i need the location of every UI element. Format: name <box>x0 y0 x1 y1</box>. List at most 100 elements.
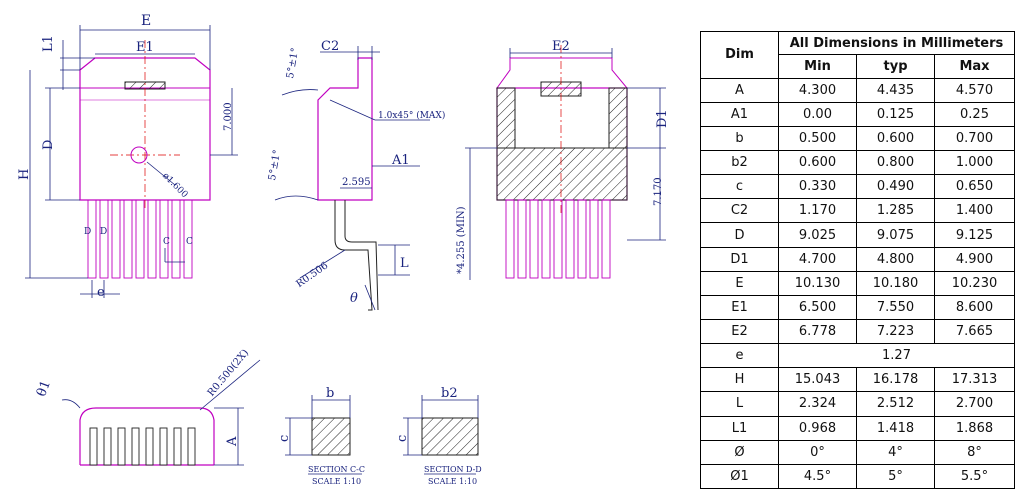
cell-dim: L <box>700 391 779 417</box>
cell-dim: b2 <box>700 150 779 176</box>
cell-dim: D1 <box>700 246 779 272</box>
cell-max: 1.000 <box>933 150 1016 176</box>
cell-max: 0.650 <box>933 174 1016 200</box>
cell-dim: E <box>700 270 779 296</box>
label-L1: L1 <box>41 35 56 52</box>
label-b: b <box>326 386 334 401</box>
section-d-right: D <box>100 227 107 237</box>
bottom-view: E2 D1 7.170 *4.255 (MIN) <box>456 39 670 280</box>
label-angle-mid: 5°±1° <box>267 149 283 182</box>
cell-typ: 2.512 <box>856 391 935 417</box>
label-A1: A1 <box>391 153 410 168</box>
cell-typ: 5° <box>856 463 935 490</box>
cell-typ: 4.800 <box>856 246 935 272</box>
cell-typ: 1.418 <box>856 415 935 441</box>
cell-max: 4.900 <box>933 246 1016 272</box>
cell-max: 9.125 <box>933 222 1016 248</box>
cell-max: 7.665 <box>933 318 1016 345</box>
cell-typ: 7.223 <box>856 318 935 345</box>
header-typ: typ <box>856 54 935 79</box>
label-2595: 2.595 <box>342 177 371 188</box>
label-D: D <box>41 140 56 150</box>
cell-dim: Ø1 <box>700 463 779 490</box>
label-E2: E2 <box>552 39 570 54</box>
section-c-c: b c SECTION C-C SCALE 1:10 <box>277 386 365 486</box>
label-C2: C2 <box>321 39 339 54</box>
section-c-right: C <box>186 237 193 247</box>
cell-dim: A1 <box>700 101 779 127</box>
label-theta: θ <box>350 291 358 306</box>
label-H: H <box>17 169 32 180</box>
cell-typ: 0.800 <box>856 150 935 176</box>
label-7000: 7.000 <box>223 102 234 131</box>
package-outline-drawing: E E1 L1 D H e 7.000 ø1.600 D D C C <box>17 13 670 486</box>
cell-typ: 0.490 <box>856 174 935 200</box>
cell-dim: L1 <box>700 415 779 441</box>
cell-max: 0.700 <box>933 125 1016 152</box>
label-4255: *4.255 (MIN) <box>456 206 467 274</box>
label-chamfer: 1.0x45° (MAX) <box>378 110 445 121</box>
cell-dim: e <box>700 343 779 369</box>
cell-min: 9.025 <box>778 222 857 248</box>
cell-typ: 4.435 <box>856 77 935 103</box>
side-view: C2 5°±1° 1.0x45° (MAX) 5°±1° A1 2.595 L … <box>267 39 445 311</box>
cell-max: 17.313 <box>933 367 1016 393</box>
cell-dim: D <box>700 222 779 248</box>
header-all-dimensions: All Dimensions in Millimeters <box>777 30 1016 56</box>
cell-dim: E2 <box>700 318 779 345</box>
cell-min: 10.130 <box>778 270 857 296</box>
cell-min: 6.500 <box>778 294 857 321</box>
label-L: L <box>400 256 409 271</box>
cell-min: 4.300 <box>778 77 857 103</box>
top-view-leads <box>87 199 193 279</box>
label-7170: 7.170 <box>653 177 664 206</box>
cell-min: 0.00 <box>778 101 857 127</box>
cell-min: 1.170 <box>778 198 857 224</box>
cell-max: 1.868 <box>933 415 1016 441</box>
cell-max: 4.570 <box>933 77 1016 103</box>
cell-min: 0.330 <box>778 174 857 200</box>
label-angle-top: 5°±1° <box>285 47 301 80</box>
cell-typ: 16.178 <box>856 367 935 393</box>
cell-dim: H <box>700 367 779 393</box>
cell-typ: 7.550 <box>856 294 935 321</box>
cell-min: 0.500 <box>778 125 857 152</box>
cell-typ: 9.075 <box>856 222 935 248</box>
cell-typ: 0.600 <box>856 125 935 152</box>
cell-dim: Ø <box>700 439 779 465</box>
cell-max: 2.700 <box>933 391 1016 417</box>
cell-typ: 4° <box>856 439 935 465</box>
cell-max: 8.600 <box>933 294 1016 321</box>
cell-typ: 1.285 <box>856 198 935 224</box>
cell-min: 0° <box>778 439 857 465</box>
section-d-left: D <box>84 227 91 237</box>
section-dd-scale: SCALE 1:10 <box>428 477 477 486</box>
label-E1: E1 <box>136 40 154 55</box>
top-view: E E1 L1 D H e 7.000 ø1.600 D D C C <box>17 13 238 300</box>
label-A: A <box>225 436 240 447</box>
cell-dim: c <box>700 174 779 200</box>
label-c: c <box>277 435 292 442</box>
cell-dim: E1 <box>700 294 779 321</box>
front-view: θ1 R0.500(2X) A <box>34 347 261 466</box>
label-b2: b2 <box>441 386 458 401</box>
cell-min: 0.600 <box>778 150 857 176</box>
cell-max: 5.5° <box>933 463 1016 490</box>
label-R0506: R0.506 <box>294 260 330 290</box>
bottom-view-leads <box>505 199 611 279</box>
cell-min: 15.043 <box>778 367 857 393</box>
